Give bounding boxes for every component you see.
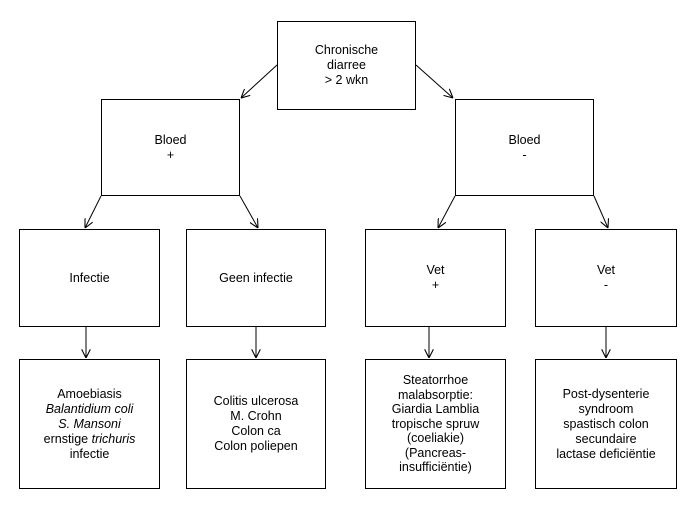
- node-text-line: > 2 wkn: [324, 73, 369, 87]
- node-text-line: Post-dysenterie: [562, 386, 650, 401]
- node-text-fragment: ernstige: [43, 431, 92, 446]
- leaf-vet-positief-oorzaken: Steatorrhoe malabsorptie: Giardia Lambli…: [365, 359, 506, 489]
- node-bloed-negatief: Bloed -: [455, 99, 594, 196]
- node-infectie: Infectie: [19, 229, 160, 327]
- node-text-line: Colitis ulcerosa: [213, 394, 299, 408]
- node-chronische-diarree: Chronische diarree > 2 wkn: [277, 21, 416, 110]
- node-text-line: malabsorptie:: [397, 387, 474, 402]
- node-text-line: M. Crohn: [230, 409, 282, 423]
- leaf-vet-negatief-oorzaken: Post-dysenterie syndroom spastisch colon…: [535, 359, 677, 489]
- node-text-line: +: [166, 147, 175, 162]
- node-text-line: -: [603, 278, 609, 292]
- leaf-geen-infectie-oorzaken: Colitis ulcerosa M. Crohn Colon ca Colon…: [186, 359, 326, 489]
- node-text-line: Amoebiasis: [57, 386, 122, 401]
- node-text-line: Steatorrhoe: [402, 373, 469, 388]
- node-text-line: Bloed: [154, 132, 187, 147]
- node-text-line: Colon ca: [231, 424, 281, 438]
- node-text-line: S. Mansoni: [58, 416, 121, 431]
- node-text-line: Chronische: [314, 43, 379, 57]
- node-text-line: +: [431, 278, 440, 292]
- node-text-line: syndroom: [578, 401, 634, 416]
- node-text-line: (coeliakie): [407, 431, 464, 446]
- node-text-line: insufficiëntie): [399, 460, 472, 475]
- node-text-line: Bloed: [508, 132, 541, 147]
- node-text-line: ernstige trichuris: [44, 432, 136, 447]
- node-text-line: lactase deficiëntie: [556, 446, 656, 461]
- arrow-root-to-blood-neg: [415, 64, 453, 98]
- node-text-line: Vet: [596, 263, 616, 277]
- arrow-blood-neg-to-vet-pos: [438, 195, 456, 228]
- arrow-blood-neg-to-vet-neg: [593, 195, 608, 228]
- node-vet-positief: Vet +: [365, 229, 506, 327]
- node-vet-negatief: Vet -: [535, 229, 677, 327]
- node-text-line: spastisch colon: [563, 416, 649, 431]
- node-text-fragment-italic: trichuris: [91, 431, 136, 446]
- node-text-line: Vet: [426, 263, 445, 277]
- node-text-line: infectie: [69, 446, 110, 461]
- node-bloed-positief: Bloed +: [101, 99, 240, 196]
- node-text-line: Infectie: [69, 270, 110, 285]
- node-text-line: (Pancreas-: [404, 445, 467, 460]
- leaf-infectie-oorzaken: Amoebiasis Balantidium coli S. Mansoni e…: [19, 359, 160, 489]
- node-text-line: Giardia Lamblia: [391, 402, 480, 417]
- node-text-line: tropische spruw: [391, 416, 480, 431]
- arrow-root-to-blood-pos: [241, 64, 278, 98]
- node-geen-infectie: Geen infectie: [186, 229, 326, 327]
- arrow-blood-pos-to-geen-infectie: [239, 195, 258, 228]
- node-text-line: secundaire: [575, 431, 637, 446]
- node-text-line: Colon poliepen: [214, 439, 298, 453]
- arrow-blood-pos-to-infectie: [85, 195, 102, 228]
- node-text-line: -: [522, 147, 527, 162]
- node-text-line: diarree: [327, 58, 366, 72]
- node-text-line: Geen infectie: [219, 270, 293, 285]
- node-text-line: Balantidium coli: [45, 401, 134, 416]
